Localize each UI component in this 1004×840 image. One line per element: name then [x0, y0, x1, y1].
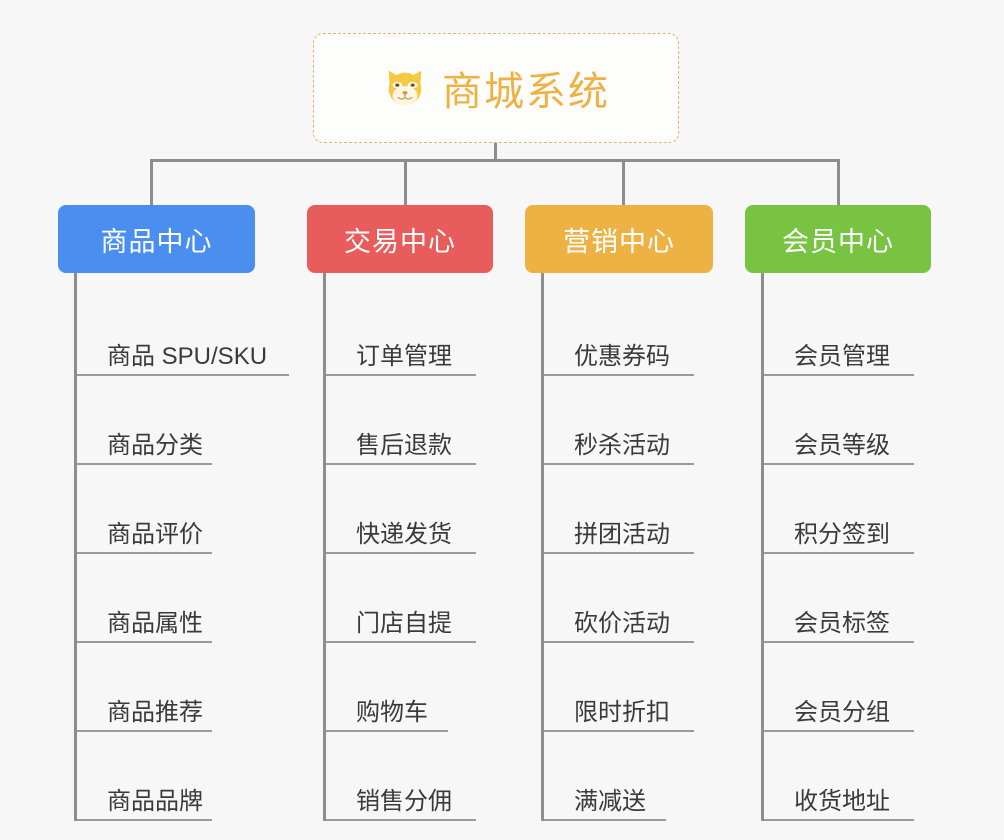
leaf-underline [326, 552, 476, 554]
leaf-underline [77, 463, 212, 465]
branch-product-center: 商品中心 商品 SPU/SKU 商品分类 商品评价 商品属性 商品推荐 [58, 205, 289, 821]
list-item[interactable]: 会员等级 [764, 376, 964, 465]
leaf-underline [326, 374, 476, 376]
connector-drop-marketing-center [622, 159, 625, 205]
leaf-underline [544, 641, 694, 643]
leaf-underline [544, 730, 694, 732]
leaf-underline [77, 552, 212, 554]
branch-trade-center: 交易中心 订单管理 售后退款 快递发货 门店自提 购物车 [307, 205, 507, 821]
list-item[interactable]: 砍价活动 [544, 554, 744, 643]
branch-member-center: 会员中心 会员管理 会员等级 积分签到 会员标签 会员分组 [745, 205, 945, 821]
leaf-label: 会员等级 [794, 431, 890, 459]
list-item[interactable]: 商品评价 [77, 465, 307, 554]
leaf-label: 商品 SPU/SKU [107, 342, 268, 370]
list-item[interactable]: 收货地址 [764, 732, 964, 821]
category-label: 商品中心 [100, 226, 213, 257]
list-item[interactable]: 优惠券码 [544, 287, 744, 376]
list-item[interactable]: 商品推荐 [77, 643, 307, 732]
leaf-underline [764, 463, 914, 465]
list-item[interactable]: 商品 SPU/SKU [77, 287, 307, 376]
leaf-label: 商品品牌 [107, 787, 203, 815]
leaf-label: 购物车 [356, 698, 428, 726]
leaf-label: 会员标签 [794, 609, 890, 637]
leaf-label: 售后退款 [356, 431, 452, 459]
shiba-face-icon [382, 65, 428, 111]
leaf-label: 快递发货 [356, 520, 452, 548]
leaf-label: 优惠券码 [574, 342, 670, 370]
list-item[interactable]: 商品分类 [77, 376, 307, 465]
leaf-underline [544, 463, 694, 465]
category-label: 会员中心 [782, 226, 894, 257]
category-header-member-center[interactable]: 会员中心 [745, 205, 931, 273]
list-item[interactable]: 购物车 [326, 643, 526, 732]
list-item[interactable]: 快递发货 [326, 465, 526, 554]
leaf-label: 会员分组 [794, 698, 890, 726]
leaf-list-marketing-center: 优惠券码 秒杀活动 拼团活动 砍价活动 限时折扣 满减送 [541, 273, 744, 821]
leaf-label: 门店自提 [356, 609, 452, 637]
list-item[interactable]: 销售分佣 [326, 732, 526, 821]
leaf-label: 订单管理 [356, 342, 452, 370]
leaf-label: 砍价活动 [574, 609, 670, 637]
category-header-product-center[interactable]: 商品中心 [58, 205, 255, 273]
list-item[interactable]: 限时折扣 [544, 643, 744, 732]
category-header-trade-center[interactable]: 交易中心 [307, 205, 493, 273]
leaf-label: 限时折扣 [574, 698, 670, 726]
list-item[interactable]: 会员分组 [764, 643, 964, 732]
category-label: 营销中心 [563, 226, 675, 257]
leaf-underline [764, 552, 914, 554]
list-item[interactable]: 商品品牌 [77, 732, 307, 821]
connector-drop-trade-center [404, 159, 407, 205]
leaf-label: 会员管理 [794, 342, 890, 370]
leaf-underline [326, 730, 448, 732]
leaf-label: 拼团活动 [574, 520, 670, 548]
leaf-underline [764, 374, 914, 376]
list-item[interactable]: 门店自提 [326, 554, 526, 643]
leaf-label: 商品评价 [107, 520, 203, 548]
leaf-underline [544, 819, 666, 821]
list-item[interactable]: 拼团活动 [544, 465, 744, 554]
leaf-underline [764, 819, 914, 821]
list-item[interactable]: 订单管理 [326, 287, 526, 376]
connector-root-stem [494, 143, 497, 161]
leaf-underline [326, 819, 476, 821]
leaf-label: 商品属性 [107, 609, 203, 637]
leaf-underline [544, 374, 694, 376]
connector-horizontal-bus [150, 159, 840, 162]
leaf-list-member-center: 会员管理 会员等级 积分签到 会员标签 会员分组 收货地址 [761, 273, 964, 821]
root-title: 商城系统 [442, 70, 610, 114]
list-item[interactable]: 售后退款 [326, 376, 526, 465]
list-item[interactable]: 会员标签 [764, 554, 964, 643]
leaf-underline [326, 463, 476, 465]
leaf-underline [764, 641, 914, 643]
root-node[interactable]: 商城系统 [313, 33, 679, 143]
leaf-underline [544, 552, 694, 554]
leaf-underline [326, 641, 476, 643]
list-item[interactable]: 积分签到 [764, 465, 964, 554]
leaf-label: 销售分佣 [356, 787, 452, 815]
list-item[interactable]: 秒杀活动 [544, 376, 744, 465]
leaf-label: 收货地址 [794, 787, 890, 815]
leaf-label: 商品分类 [107, 431, 203, 459]
leaf-underline [764, 730, 914, 732]
leaf-underline [77, 730, 212, 732]
list-item[interactable]: 满减送 [544, 732, 744, 821]
list-item[interactable]: 商品属性 [77, 554, 307, 643]
leaf-underline [77, 641, 212, 643]
leaf-list-product-center: 商品 SPU/SKU 商品分类 商品评价 商品属性 商品推荐 商品品牌 [74, 273, 307, 821]
list-item[interactable]: 会员管理 [764, 287, 964, 376]
connector-drop-product-center [150, 159, 153, 205]
leaf-label: 积分签到 [794, 520, 890, 548]
branch-marketing-center: 营销中心 优惠券码 秒杀活动 拼团活动 砍价活动 限时折扣 [525, 205, 725, 821]
leaf-label: 秒杀活动 [574, 431, 670, 459]
leaf-label: 商品推荐 [107, 698, 203, 726]
category-header-marketing-center[interactable]: 营销中心 [525, 205, 713, 273]
leaf-underline [77, 819, 212, 821]
leaf-underline [77, 374, 289, 376]
category-label: 交易中心 [344, 226, 456, 257]
leaf-label: 满减送 [574, 787, 646, 815]
leaf-list-trade-center: 订单管理 售后退款 快递发货 门店自提 购物车 销售分佣 [323, 273, 526, 821]
connector-drop-member-center [837, 159, 840, 205]
